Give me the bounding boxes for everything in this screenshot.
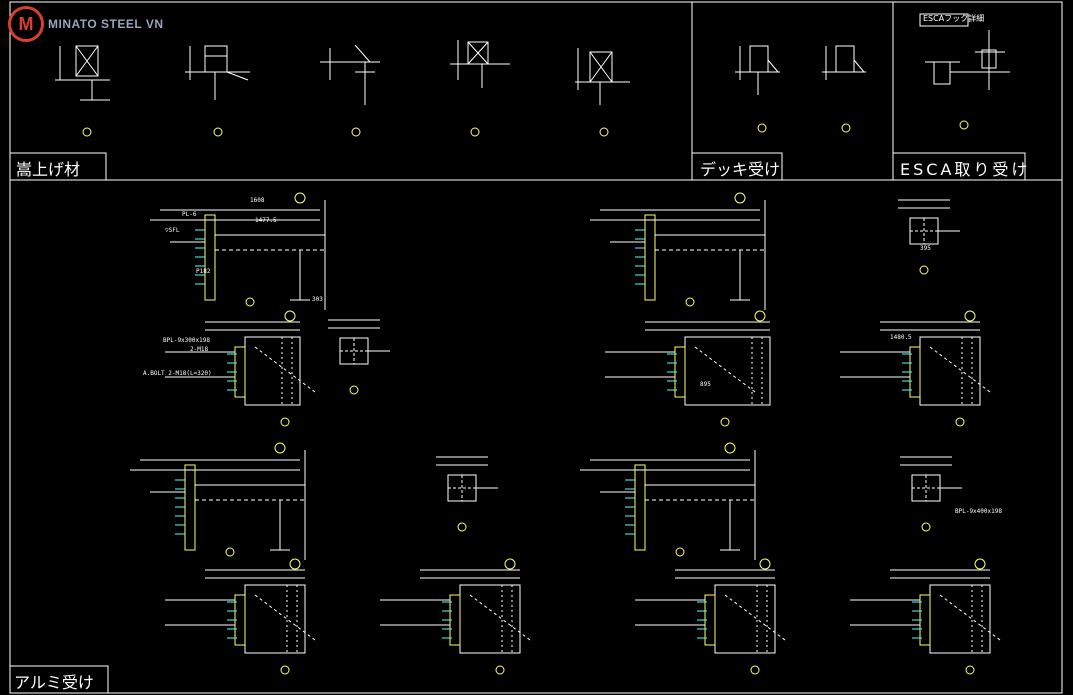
cad-marker [919,265,929,275]
cad-line [694,346,756,393]
dim-label-303: 303 [312,296,323,303]
section-title-raising-material: 嵩上げ材 [16,160,81,179]
cad-line [254,594,316,641]
cad-rect [929,584,991,654]
cad-marker [750,665,760,675]
cad-rect [204,214,216,301]
cad-line [929,346,991,393]
sfl-label: ▽SFL [165,227,180,234]
cad-marker [349,385,359,395]
cad-rect [919,336,981,406]
section-frames [9,1,1063,694]
dim-label-1480: 1480.5 [890,334,912,341]
cad-marker [457,522,467,532]
cad-rect [714,584,776,654]
section-title-esca-receiver: ESCA取り受け [900,160,1031,179]
esca-detail [919,13,1010,130]
cad-marker [921,522,931,532]
section-title-aluminum-receiver: アルミ受け [14,673,94,692]
cad-marker [955,417,965,427]
cad-marker [685,297,695,307]
cad-marker [974,558,986,570]
cad-rect [244,584,306,654]
cad-rect [634,464,646,551]
brand-watermark: M MINATO STEEL VN [8,6,164,42]
cad-marker [720,417,730,427]
cad-marker [274,442,286,454]
top-details [55,40,630,137]
cad-marker [504,558,516,570]
cad-marker [495,665,505,675]
esca-detail-header: ESCAフック詳細 [923,14,985,23]
dim-label-895: 895 [700,381,711,388]
cad-marker [280,417,290,427]
m18-label: 2-M18 [190,346,209,353]
cad-rect [644,214,656,301]
cad-line [724,594,786,641]
cad-marker [245,297,255,307]
aluminum-details [130,192,1001,675]
cad-marker [675,547,685,557]
cad-marker [964,310,976,322]
cad-marker [724,442,736,454]
pl6-label: PL-6 [182,211,197,218]
dim-label-1477: 1477.5 [255,217,277,224]
cad-marker [734,192,746,204]
cad-marker [284,310,296,322]
cad-marker [965,665,975,675]
abolt-label: A.BOLT 2-M18(L=320) [143,370,212,377]
cad-line [254,346,316,393]
bpl-label-b: BPL-9x400x198 [955,508,1002,515]
p182-label: P182 [196,268,211,275]
cad-rect [684,336,771,406]
cad-marker [225,547,235,557]
brand-name: MINATO STEEL VN [48,17,164,31]
bpl-label-a: BPL-9x300x198 [163,337,210,344]
cad-marker [280,665,290,675]
deck-details [735,45,866,133]
dim-label-1608: 1608 [250,197,265,204]
cad-marker [294,192,306,204]
cad-marker [754,310,766,322]
cad-rect [184,464,196,551]
cad-line [469,594,531,641]
cad-line [939,594,1001,641]
cad-marker [759,558,771,570]
brand-logo-icon: M [8,6,44,42]
cad-marker [289,558,301,570]
cad-rect [459,584,521,654]
section-title-deck-receiver: デッキ受け [700,160,781,179]
dim-label-395: 395 [920,245,931,252]
